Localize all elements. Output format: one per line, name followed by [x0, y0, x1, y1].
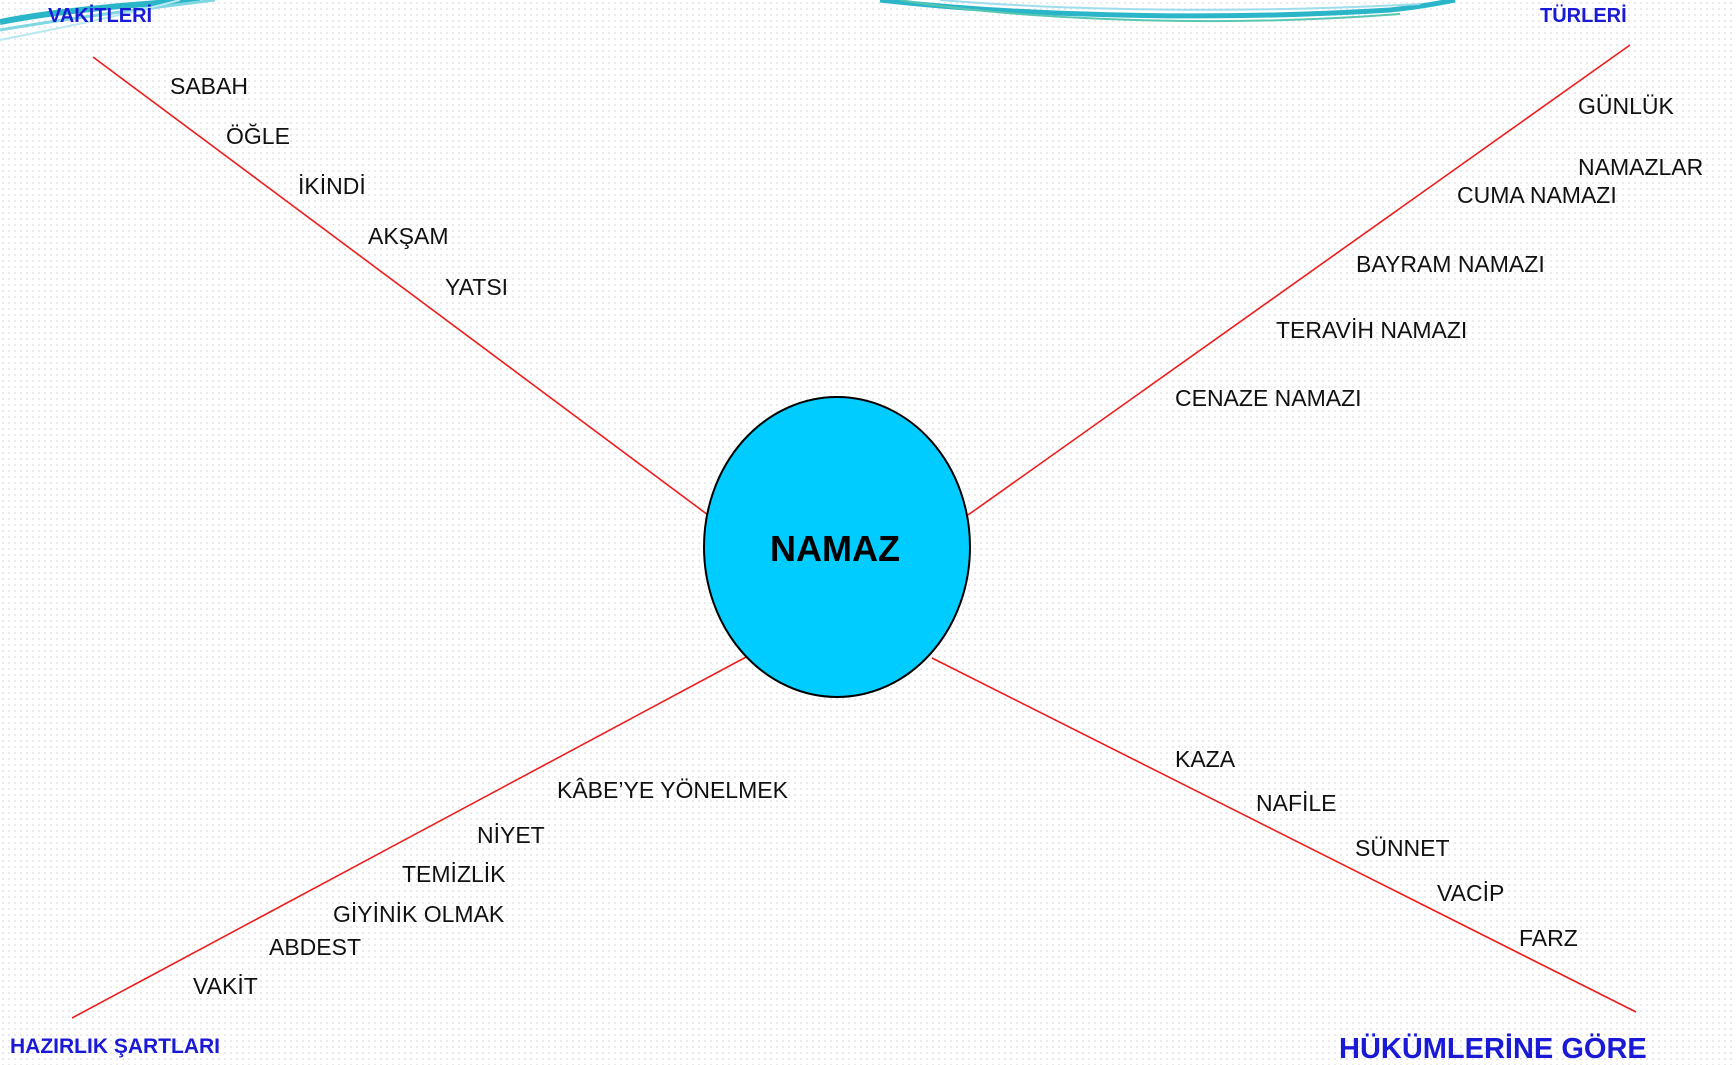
sart-item: TEMİZLİK [402, 861, 506, 887]
hukum-item: KAZA [1175, 746, 1236, 772]
branch-line-turleri [967, 44, 1631, 516]
hukum-item: NAFİLE [1256, 790, 1337, 816]
sart-item: NİYET [477, 822, 545, 848]
sart-item: GİYİNİK OLMAK [333, 901, 505, 927]
vakit-item: SABAH [170, 73, 248, 99]
branch-line-hukumlerine [931, 657, 1637, 1013]
sart-item: VAKİT [193, 973, 258, 999]
hukum-item: VACİP [1437, 880, 1504, 906]
decorative-swoosh-right [879, 0, 1456, 23]
branch-title-turleri: TÜRLERİ [1540, 4, 1627, 27]
decorative-swoosh-left [0, 0, 216, 41]
center-label: NAMAZ [770, 528, 900, 569]
sart-item: KÂBE’YE YÖNELMEK [557, 777, 789, 803]
vakit-item: YATSI [445, 274, 508, 300]
branch-line-vakitleri [92, 56, 709, 516]
branch-title-hazirlik-sartlari: HAZIRLIK ŞARTLARI [10, 1035, 220, 1058]
tur-item: GÜNLÜK [1578, 93, 1675, 119]
branch-title-vakitleri: VAKİTLERİ [48, 4, 152, 27]
branch-title-hukumlerine-gore: HÜKÜMLERİNE GÖRE [1339, 1032, 1647, 1065]
tur-item: CUMA NAMAZI [1457, 182, 1617, 208]
center-node [703, 396, 971, 698]
vakit-item: İKİNDİ [298, 173, 366, 199]
hukum-item: SÜNNET [1355, 835, 1450, 861]
tur-item: BAYRAM NAMAZI [1356, 251, 1545, 277]
vakit-item: ÖĞLE [226, 123, 290, 149]
tur-item: NAMAZLAR [1578, 154, 1703, 180]
branch-line-hazirlik [71, 655, 749, 1019]
tur-item: CENAZE NAMAZI [1175, 385, 1362, 411]
hukum-item: FARZ [1519, 925, 1578, 951]
tur-item: TERAVİH NAMAZI [1276, 317, 1467, 343]
sart-item: ABDEST [269, 934, 361, 960]
vakit-item: AKŞAM [368, 223, 449, 249]
